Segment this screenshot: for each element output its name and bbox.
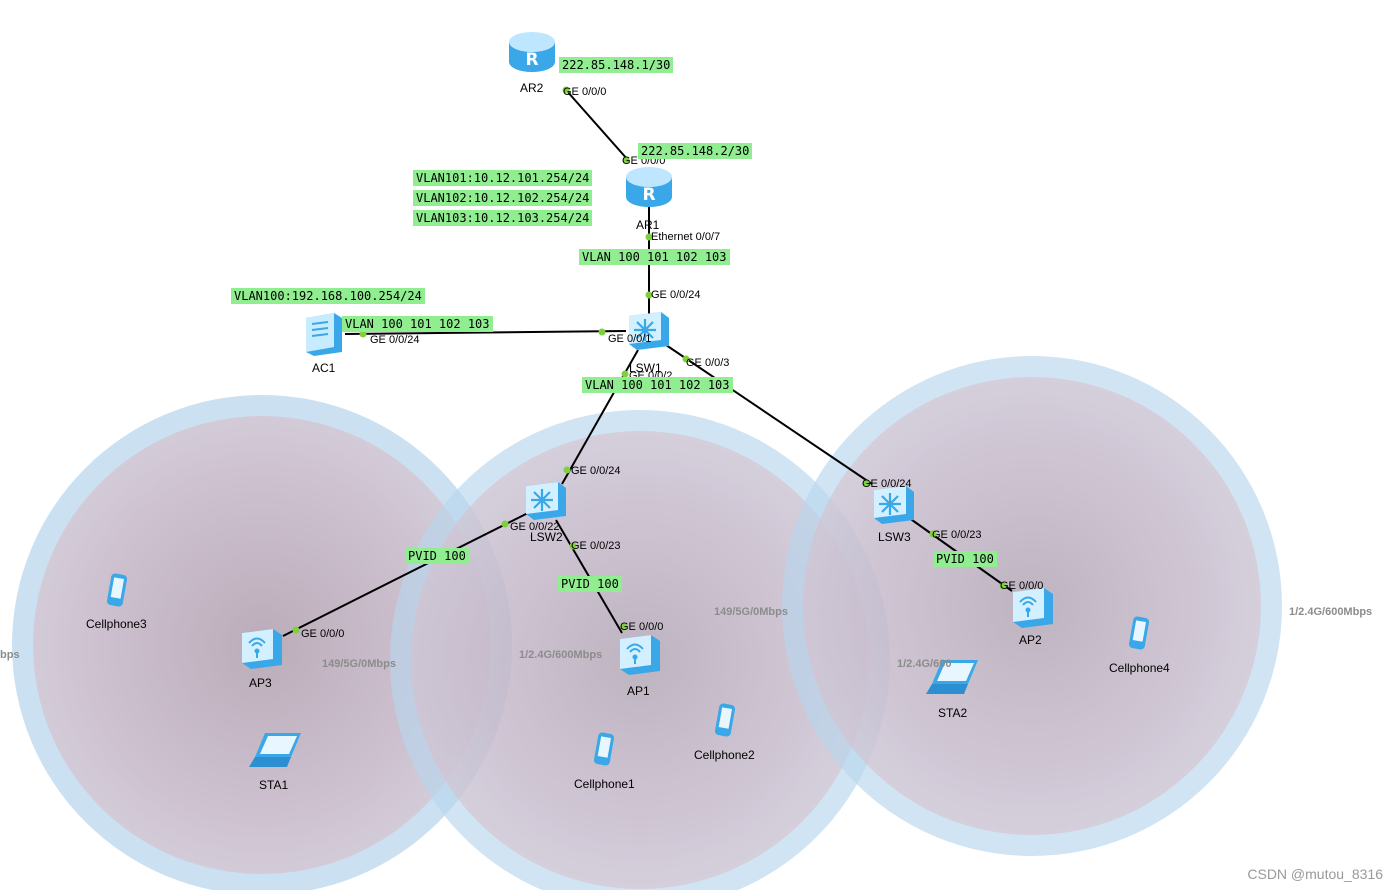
port-label: GE 0/0/3 xyxy=(686,357,730,369)
radio-rate-label: bps xyxy=(0,649,20,661)
port-label: GE 0/0/0 xyxy=(563,86,607,98)
port-label: GE 0/0/24 xyxy=(651,289,701,301)
switch-icon[interactable] xyxy=(870,484,916,526)
svg-text:R: R xyxy=(642,185,655,205)
pvid-tag-ap2: PVID 100 xyxy=(933,551,997,567)
access-point-icon[interactable] xyxy=(1010,586,1056,630)
device-label-ar2: AR2 xyxy=(520,81,544,95)
device-label-lsw1: LSW1 xyxy=(629,361,662,375)
port-label: GE 0/0/1 xyxy=(608,333,652,345)
router-icon[interactable]: R xyxy=(624,163,674,209)
radio-rate-label: 1/2.4G/600 xyxy=(897,658,952,670)
port-label: GE 0/0/0 xyxy=(1000,580,1044,592)
port-label: GE 0/0/23 xyxy=(571,540,621,552)
device-label-ar1: AR1 xyxy=(636,218,660,232)
port-label: GE 0/0/0 xyxy=(301,628,345,640)
device-label-sta2: STA2 xyxy=(938,706,968,720)
cellphone-icon[interactable] xyxy=(1128,616,1150,650)
device-label-ap3: AP3 xyxy=(249,676,272,690)
device-label-ac1: AC1 xyxy=(312,361,336,375)
router-icon[interactable]: R xyxy=(507,28,557,74)
radio-rate-label: 1/2.4G/600Mbps xyxy=(1289,606,1373,618)
device-label-ap2: AP2 xyxy=(1019,633,1042,647)
radio-rate-label: 149/5G/0Mbps xyxy=(322,658,396,670)
laptop-icon[interactable] xyxy=(924,658,980,698)
vlan-tag-ac1-lsw1: VLAN 100 101 102 103 xyxy=(342,316,493,332)
port-label: GE 0/0/22 xyxy=(510,521,560,533)
device-label-cellphone3: Cellphone3 xyxy=(86,617,147,631)
link-ar2-ar1 xyxy=(565,89,629,161)
device-label-cellphone1: Cellphone1 xyxy=(574,777,635,791)
device-label-ap1: AP1 xyxy=(627,684,650,698)
access-point-icon[interactable] xyxy=(239,627,285,671)
access-controller-icon[interactable] xyxy=(300,310,346,356)
device-label-lsw2: LSW2 xyxy=(530,530,563,544)
vlan-tag-ar1-lsw1: VLAN 100 101 102 103 xyxy=(579,249,730,265)
switch-icon[interactable] xyxy=(625,310,671,352)
port-label: GE 0/0/0 xyxy=(620,621,664,633)
port-label: GE 0/0/24 xyxy=(370,334,420,346)
ip-tag-ar1: 222.85.148.2/30 xyxy=(638,143,753,159)
access-point-icon[interactable] xyxy=(617,633,663,677)
port-label: GE 0/0/24 xyxy=(571,465,621,477)
device-label-sta1: STA1 xyxy=(259,778,289,792)
pvid-tag-ap3: PVID 100 xyxy=(405,548,469,564)
ip-tag-ar2: 222.85.148.1/30 xyxy=(559,57,674,73)
vlanif-tag-102: VLAN102:10.12.102.254/24 xyxy=(413,190,593,206)
vlanif-tag-100: VLAN100:192.168.100.254/24 xyxy=(231,288,425,304)
port-dots xyxy=(292,86,1007,634)
port-label: GE 0/0/23 xyxy=(932,529,982,541)
cellphone-icon[interactable] xyxy=(714,703,736,737)
cellphone-icon[interactable] xyxy=(593,732,615,766)
device-label-cellphone2: Cellphone2 xyxy=(694,748,755,762)
vlanif-tag-101: VLAN101:10.12.101.254/24 xyxy=(413,170,593,186)
device-label-cellphone4: Cellphone4 xyxy=(1109,661,1170,675)
vlan-tag-lsw1-down: VLAN 100 101 102 103 xyxy=(582,377,733,393)
svg-text:R: R xyxy=(525,50,538,70)
link-lsw2-ap3 xyxy=(282,511,531,637)
port-label: Ethernet 0/0/7 xyxy=(651,231,721,243)
laptop-icon[interactable] xyxy=(247,731,303,771)
cellphone-icon[interactable] xyxy=(106,573,128,607)
vlanif-tag-103: VLAN103:10.12.103.254/24 xyxy=(413,210,593,226)
link-lsw1-lsw3 xyxy=(665,344,873,485)
link-ac1-lsw1 xyxy=(344,330,627,335)
pvid-tag-ap1: PVID 100 xyxy=(558,576,622,592)
radio-rate-label: 149/5G/0Mbps xyxy=(714,606,788,618)
switch-icon[interactable] xyxy=(522,480,568,522)
device-label-lsw3: LSW3 xyxy=(878,530,911,544)
radio-rate-label: 1/2.4G/600Mbps xyxy=(519,649,603,661)
port-label: GE 0/0/24 xyxy=(862,478,912,490)
watermark: CSDN @mutou_8316 xyxy=(1247,866,1383,882)
